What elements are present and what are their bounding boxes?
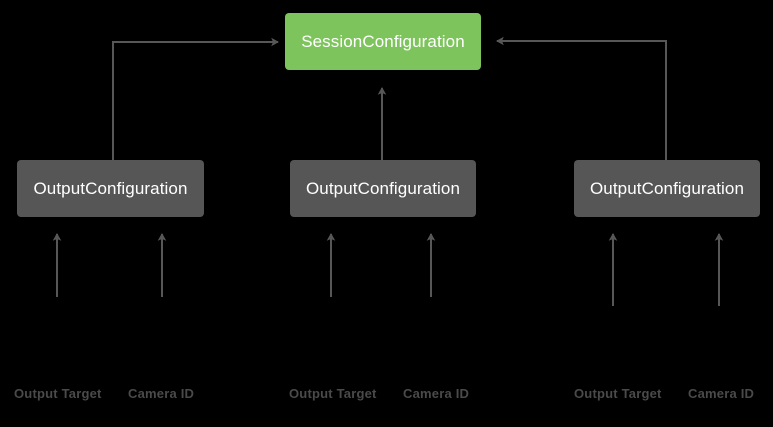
node-output-configuration-2[interactable]: OutputConfiguration: [290, 160, 476, 217]
edges-field-to-output: [52, 232, 724, 306]
field-label-camera-id-2: Camera ID: [403, 386, 470, 401]
node-output-configuration-3[interactable]: OutputConfiguration: [574, 160, 760, 217]
field-label-camera-id-1: Camera ID: [128, 386, 195, 401]
node-session-configuration-label: SessionConfiguration: [301, 31, 465, 51]
left-output-to-session: [112, 37, 280, 160]
field-label-output-target-1: Output Target: [14, 386, 102, 401]
node-session-configuration[interactable]: SessionConfiguration: [285, 13, 481, 70]
node-output-configuration-3-label: OutputConfiguration: [589, 178, 745, 198]
edges-output-to-session: [112, 36, 667, 160]
node-output-configuration-1[interactable]: OutputConfiguration: [17, 160, 204, 217]
node-output-configuration-1-label: OutputConfiguration: [33, 178, 188, 198]
field-label-output-target-3: Output Target: [574, 386, 662, 401]
field-label-output-target-2: Output Target: [289, 386, 377, 401]
right-output-to-session: [495, 36, 667, 160]
field-label-camera-id-3: Camera ID: [688, 386, 755, 401]
node-output-configuration-2-label: OutputConfiguration: [305, 178, 461, 198]
